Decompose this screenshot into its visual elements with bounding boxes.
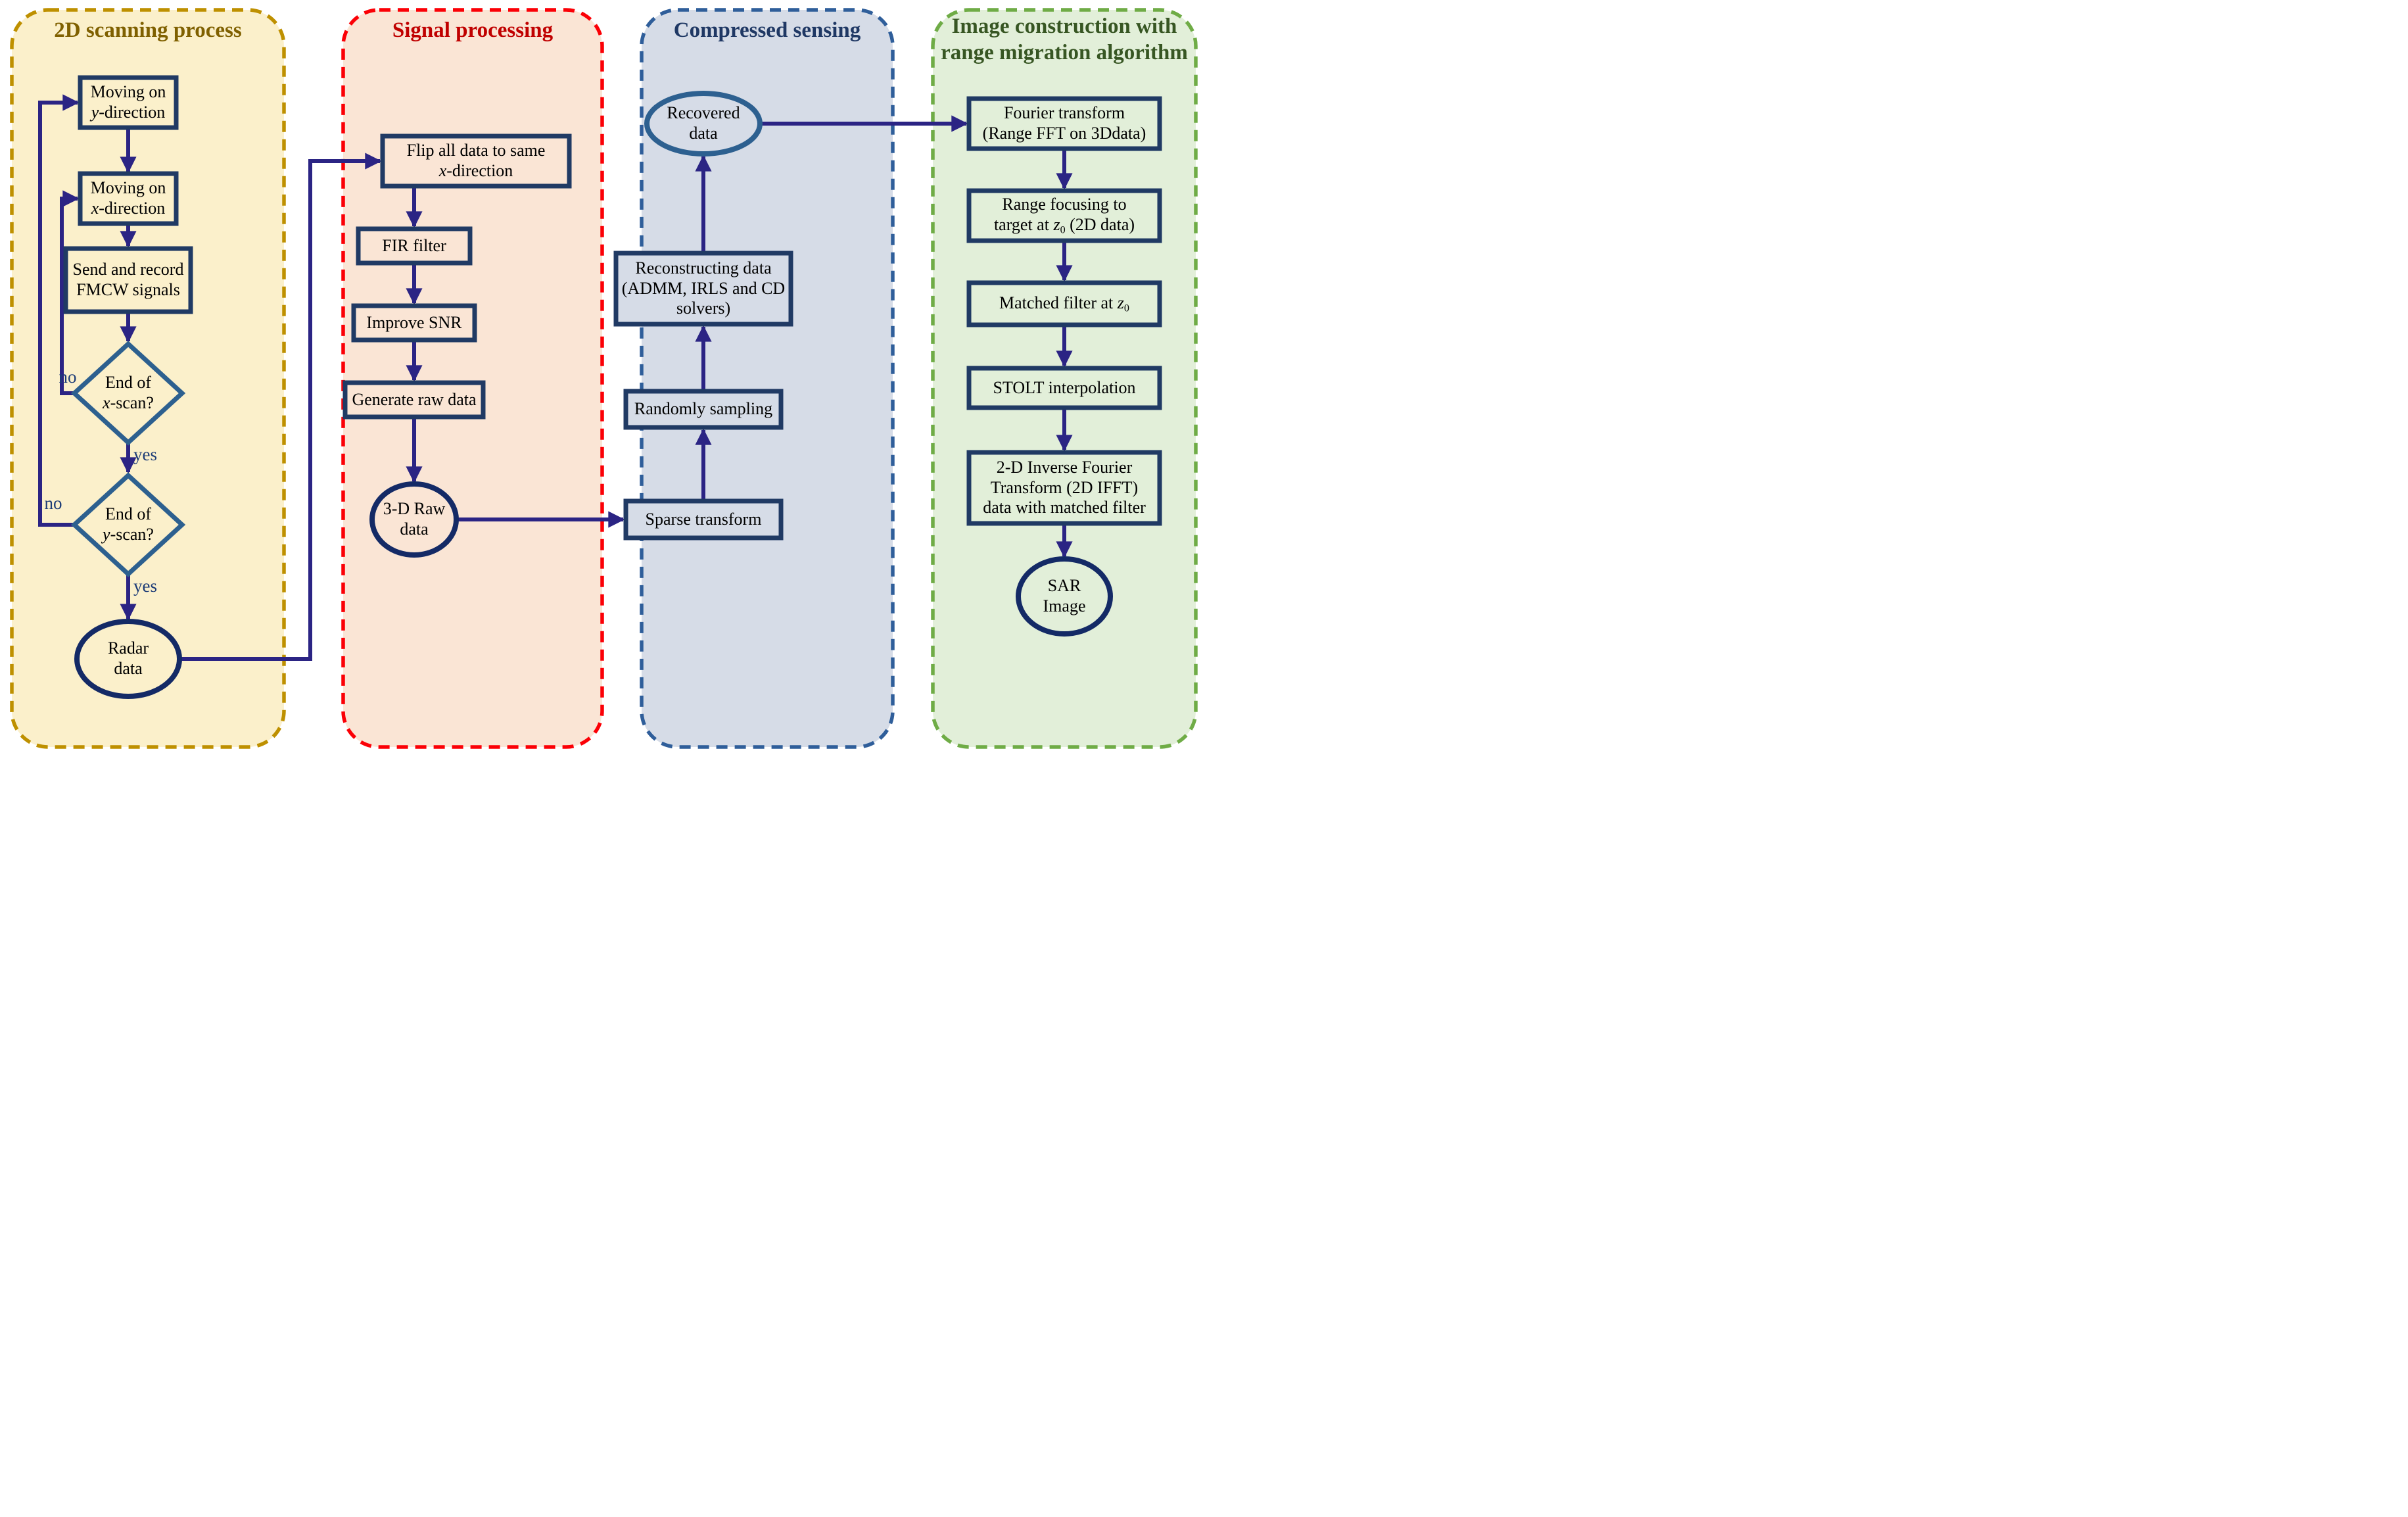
node-flip-box [380, 133, 572, 189]
node-sar-image-ellipse [1016, 556, 1113, 637]
node-send-record-box [63, 246, 193, 314]
edge-label-y-scan-no: no [44, 493, 62, 513]
panel-title-signal-processing: Signal processing [392, 18, 554, 42]
node-matched-filter-box [966, 280, 1162, 327]
arrow-radar-to-flip [179, 153, 382, 661]
node-raw-3d-ellipse [369, 481, 459, 558]
node-improve-snr-box [351, 303, 477, 343]
connector-group [38, 94, 1073, 661]
flowchart-figure: 2D scanning process Signal processing Co… [0, 0, 1204, 759]
edge-label-x-scan-yes: yes [133, 445, 157, 464]
node-recovered-data-ellipse [644, 91, 763, 157]
edge-label-x-scan-no: no [59, 367, 77, 387]
flowchart-canvas [10, 8, 1198, 749]
node-stolt-box [966, 366, 1162, 410]
node-generate-raw-box [342, 380, 486, 420]
node-end-y-scan-diamond [70, 472, 186, 577]
edge-label-y-scan-yes: yes [133, 576, 157, 596]
arrow-end-y-no-loop [38, 94, 80, 527]
node-fourier-box [966, 96, 1162, 151]
node-moving-x-box [78, 171, 179, 226]
node-randomly-sampling-box [623, 389, 784, 430]
panel-signal-processing [341, 8, 604, 749]
node-range-focusing-box [966, 188, 1162, 243]
panel-title-compressed-sensing: Compressed sensing [673, 18, 861, 42]
panel-title-2d-scanning: 2D scanning process [54, 18, 242, 42]
node-ifft-box [966, 450, 1162, 526]
node-end-x-scan-diamond [70, 341, 186, 446]
arrow-end-x-no-loop [60, 190, 80, 395]
node-moving-y-box [78, 75, 179, 130]
node-radar-data-ellipse [74, 619, 182, 699]
node-reconstructing-box [613, 251, 793, 327]
node-fir-box [356, 226, 473, 266]
node-sparse-transform-box [623, 498, 784, 541]
